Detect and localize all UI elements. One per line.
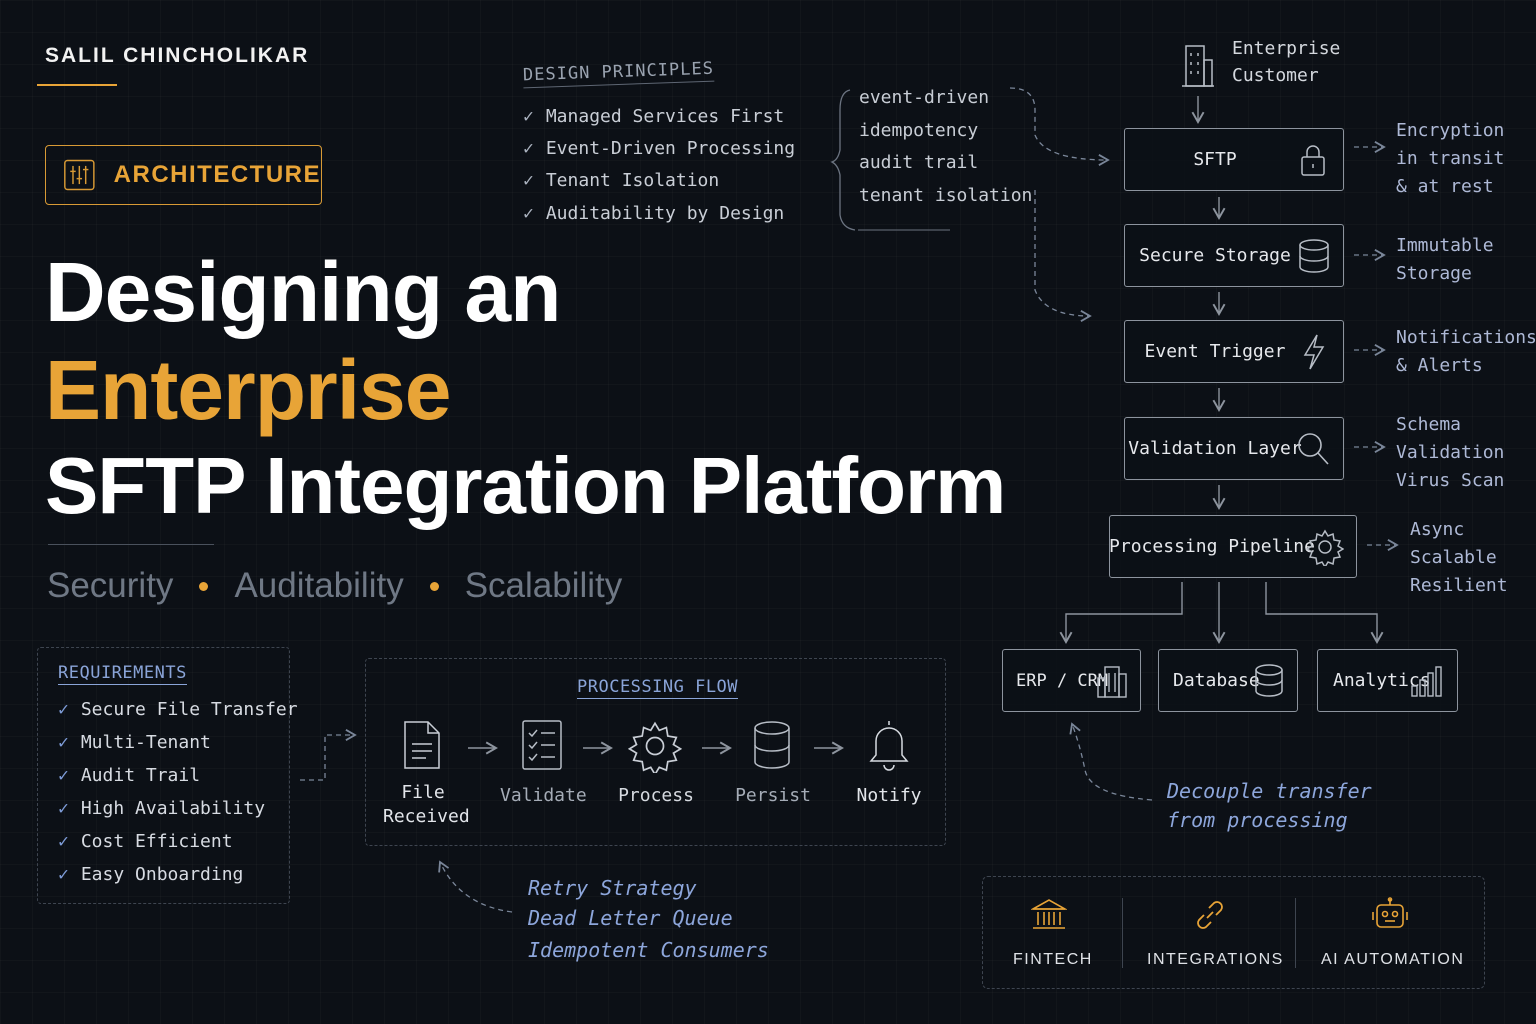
tagline-auditability: Auditability: [234, 566, 404, 605]
bar-chart-icon: [1411, 666, 1442, 697]
tagline: Security Auditability Scalability: [47, 566, 622, 606]
author-name: SALIL CHINCHOLIKAR: [45, 44, 310, 67]
secure-storage-label: Secure Storage: [1139, 245, 1291, 266]
gear-icon: [1306, 529, 1344, 566]
check-icon: ✓: [58, 831, 69, 852]
requirements-title: REQUIREMENTS: [58, 663, 187, 685]
database-icon: [1255, 664, 1283, 697]
processing-flow-panel: [365, 658, 946, 846]
processing-pipeline-label: Processing Pipeline: [1109, 536, 1315, 557]
file-icon: [404, 721, 440, 769]
search-icon: [1298, 433, 1329, 465]
note-tenant-isolation: tenant isolation: [859, 185, 1033, 206]
database-label: Database: [1173, 670, 1260, 691]
step-notify-label: Notify: [856, 785, 922, 806]
idempotent-consumers-note: Idempotent Consumers: [528, 938, 769, 962]
event-trigger-box: Event Trigger: [1124, 320, 1344, 383]
validation-layer-label: Validation Layer: [1128, 438, 1302, 459]
check-icon: ✓: [58, 765, 69, 786]
industry-ai-automation-label: AI AUTOMATION: [1321, 951, 1465, 968]
requirement-item: ✓High Availability: [58, 798, 266, 819]
event-trigger-label: Event Trigger: [1144, 341, 1286, 362]
lock-icon: [1301, 145, 1325, 176]
title-line-2: Enterprise: [45, 343, 451, 437]
lightning-icon: [1303, 334, 1325, 370]
analytics-box: Analytics: [1317, 649, 1458, 712]
note-idempotency: idempotency: [859, 120, 979, 141]
bank-icon: [1031, 899, 1067, 929]
check-icon: ✓: [523, 203, 534, 224]
title-line-3: SFTP Integration Platform: [45, 441, 1006, 530]
industry-divider: [1122, 898, 1123, 968]
processing-flow-title: PROCESSING FLOW: [577, 677, 739, 699]
architecture-badge: ARCHITECTURE: [45, 145, 322, 205]
note-event-driven: event-driven: [859, 87, 990, 108]
validation-layer-box: Validation Layer: [1124, 417, 1344, 480]
customer-label-line1: Enterprise: [1232, 38, 1341, 59]
step-process-label: Process: [618, 785, 694, 806]
event-side-note: Notifications& Alerts: [1396, 327, 1536, 376]
gear-icon: [628, 721, 682, 773]
title-divider: [48, 544, 214, 545]
design-principles-title: DESIGN PRINCIPLES: [522, 58, 715, 89]
sliders-icon: [64, 159, 95, 191]
tagline-dot: [199, 581, 209, 591]
step-persist-label: Persist: [735, 785, 811, 806]
robot-icon: [1372, 897, 1408, 928]
badge-label: ARCHITECTURE: [113, 161, 321, 188]
industries-panel: [982, 876, 1485, 989]
title-line-1: Designing an: [45, 245, 561, 339]
principle-item: ✓Tenant Isolation: [523, 170, 720, 191]
bell-icon: [869, 721, 909, 771]
industry-divider: [1295, 898, 1296, 968]
processing-pipeline-box: Processing Pipeline: [1109, 515, 1357, 578]
tagline-dot: [429, 581, 439, 591]
principle-item: ✓Auditability by Design: [523, 203, 785, 224]
database-box: Database: [1158, 649, 1298, 712]
check-icon: ✓: [58, 732, 69, 753]
erp-crm-box: ERP / CRM: [1002, 649, 1141, 712]
sftp-box: SFTP: [1124, 128, 1344, 191]
requirement-item: ✓Audit Trail: [58, 765, 201, 786]
dead-letter-queue-note: Dead Letter Queue: [528, 906, 733, 930]
requirement-item: ✓Multi-Tenant: [58, 732, 211, 753]
check-icon: ✓: [523, 170, 534, 191]
industry-integrations-label: INTEGRATIONS: [1147, 951, 1284, 968]
sftp-label: SFTP: [1193, 149, 1237, 170]
building-icon: [1182, 45, 1214, 87]
requirement-item: ✓Secure File Transfer: [58, 699, 298, 720]
cylinder-icon: [1299, 239, 1329, 273]
requirement-item: ✓Easy Onboarding: [58, 864, 244, 885]
industry-fintech-label: FINTECH: [1013, 951, 1093, 968]
building-icon: [1097, 666, 1127, 698]
requirements-panel: [37, 647, 290, 904]
step-validate-label: Validate: [500, 785, 587, 806]
secure-storage-box: Secure Storage: [1124, 224, 1344, 287]
check-icon: ✓: [523, 138, 534, 159]
check-icon: ✓: [58, 864, 69, 885]
check-icon: ✓: [523, 106, 534, 127]
erp-crm-label: ERP / CRM: [1016, 670, 1109, 691]
author-underline: [37, 84, 117, 86]
database-icon: [754, 721, 790, 769]
principle-item: ✓Managed Services First: [523, 106, 785, 127]
note-audit-trail: audit trail: [859, 152, 979, 173]
link-icon: [1197, 901, 1223, 929]
analytics-label: Analytics: [1333, 670, 1431, 691]
check-icon: ✓: [58, 798, 69, 819]
tagline-security: Security: [47, 566, 174, 605]
retry-strategy-note: Retry Strategy: [528, 876, 697, 900]
checklist-icon: [522, 720, 562, 770]
tagline-scalability: Scalability: [464, 566, 623, 605]
principle-item: ✓Event-Driven Processing: [523, 138, 796, 159]
check-icon: ✓: [58, 699, 69, 720]
requirement-item: ✓Cost Efficient: [58, 831, 233, 852]
customer-label-line2: Customer: [1232, 65, 1319, 86]
